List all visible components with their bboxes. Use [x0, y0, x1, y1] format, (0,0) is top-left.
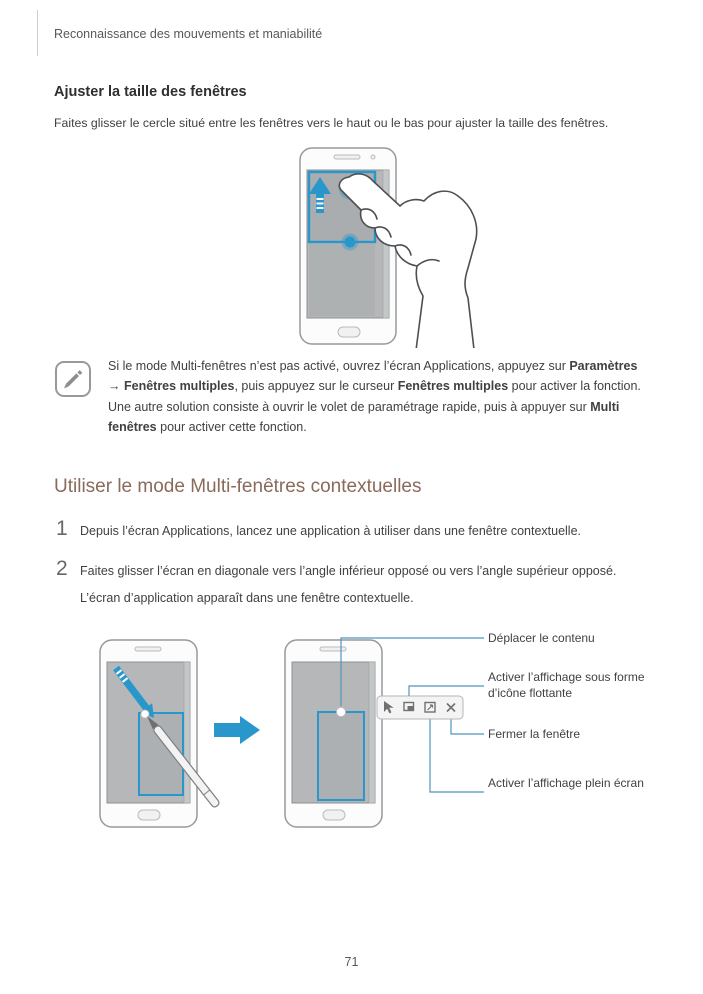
- phone-after: [284, 639, 383, 828]
- phone-before: [99, 639, 220, 828]
- resize-windows-illustration: [272, 146, 542, 359]
- stylus: [147, 716, 220, 808]
- pen-note-icon: [54, 360, 92, 403]
- camera-dot: [370, 154, 376, 160]
- note-segment-bold: Fenêtres multiples: [397, 379, 509, 394]
- step-2-text: Faites glisser l’écran en diagonale vers…: [80, 564, 617, 578]
- popup-window-outline: [317, 711, 365, 801]
- speaker-slot: [333, 154, 361, 160]
- divider-handle-circle: [341, 233, 359, 251]
- step-2-text-continued: L’écran d’application apparaît dans une …: [80, 591, 414, 605]
- page-number: 71: [344, 955, 359, 969]
- note-segment: pour activer la fonction. Une autre solu…: [108, 379, 641, 414]
- callout-floating-icon: Activer l’affichage sous forme d’icône f…: [488, 670, 645, 700]
- callout-line-fullscreen: [429, 719, 484, 793]
- callout-move-content: Déplacer le contenu: [488, 631, 595, 645]
- step-2-number: 2: [56, 557, 68, 580]
- note-box: Si le mode Multi-fenêtres n’est pas acti…: [54, 356, 650, 437]
- callout-close-window: Fermer la fenêtre: [488, 727, 581, 741]
- callout-fullscreen: Activer l’affichage plein écran: [488, 776, 644, 790]
- note-segment: Si le mode Multi-fenêtres n’est pas acti…: [108, 359, 570, 373]
- popup-handle-dot: [336, 707, 346, 717]
- pointer-icon: [384, 701, 394, 714]
- note-segment: →: [108, 379, 124, 394]
- note-segment-bold: Multi fenêtres: [108, 399, 620, 434]
- section-body-resize-windows: Faites glisser le cercle situé entre les…: [54, 116, 609, 130]
- note-segment: , puis appuyez sur le curseur: [234, 379, 398, 394]
- section-title-popup-windows: Utiliser le mode Multi-fenêtres contextu…: [54, 476, 422, 497]
- step-1-text: Depuis l’écran Applications, lancez une …: [80, 524, 582, 538]
- transition-arrow: [214, 716, 260, 744]
- note-text: Si le mode Multi-fenêtres n’est pas acti…: [108, 356, 648, 437]
- home-button: [137, 809, 161, 821]
- fullscreen-icon: [424, 701, 436, 713]
- callout-line-close-window: [450, 719, 484, 735]
- callout-line-floating-icon: [408, 685, 484, 696]
- lower-window: [309, 244, 375, 316]
- note-segment: pour activer cette fonction.: [156, 419, 307, 434]
- callout-line-move-content: [340, 637, 484, 706]
- close-icon: [446, 702, 456, 713]
- step-1-number: 1: [56, 517, 68, 540]
- header-rule: [37, 10, 38, 56]
- popup-toolbar: [376, 695, 464, 720]
- popup-window-illustration: Déplacer le contenu Activer l’affichage …: [54, 616, 654, 856]
- home-button: [337, 326, 361, 338]
- section-title-resize-windows: Ajuster la taille des fenêtres: [54, 84, 247, 100]
- home-button: [322, 809, 346, 821]
- resize-up-arrow: [309, 177, 331, 213]
- diagonal-drag-arrow: [113, 665, 154, 718]
- floating-window-icon: [403, 701, 415, 712]
- note-segment-bold: Paramètres: [569, 359, 638, 373]
- note-segment-bold: Fenêtres multiples: [123, 379, 235, 394]
- running-header: Reconnaissance des mouvements et maniabi…: [54, 27, 323, 41]
